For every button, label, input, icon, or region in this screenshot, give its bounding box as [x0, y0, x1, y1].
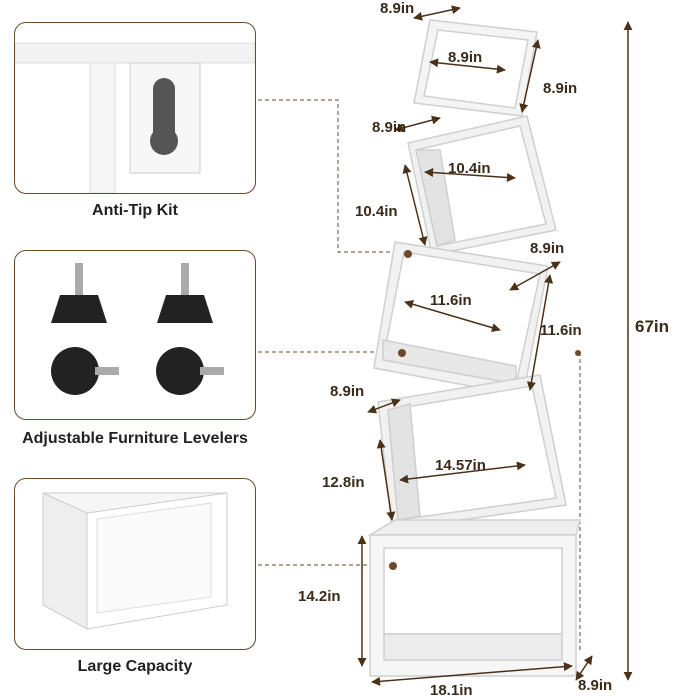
feature-panel-capacity — [14, 478, 256, 650]
cube-2 — [407, 115, 557, 256]
anti-tip-bracket-icon — [15, 42, 255, 193]
feature-panel-levelers — [14, 250, 256, 420]
dim-label: 10.4in — [448, 160, 491, 177]
dim-label: 8.9in — [530, 240, 565, 257]
cube-1 — [413, 19, 538, 117]
dim-label: 8.9in — [330, 383, 365, 400]
feature-label: Large Capacity — [77, 658, 193, 675]
cube-3 — [373, 241, 549, 397]
dim-label: 8.9in — [578, 677, 613, 694]
dim-label: 8.9in — [448, 49, 483, 66]
feature-label: Adjustable Furniture Levelers — [22, 430, 248, 447]
cube-4 — [377, 374, 567, 531]
dim-label: 12.8in — [322, 474, 365, 491]
leader-anti-tip — [258, 99, 408, 253]
cube-shelf-icon — [42, 492, 228, 630]
dim-label: 11.6in — [430, 292, 472, 309]
dim-label: 14.57in — [435, 457, 486, 474]
cube-5 — [367, 519, 581, 677]
dim-label: 8.9in — [380, 0, 415, 17]
dim-label: 18.1in — [430, 682, 473, 699]
dim-label: 10.4in — [355, 203, 398, 220]
dim-label: 8.9in — [372, 119, 407, 136]
dim-label: 8.9in — [543, 80, 578, 97]
feature-panel-anti-tip — [14, 22, 256, 194]
leveler-feet-icon — [51, 263, 224, 395]
total-height-label: 67in — [635, 317, 670, 336]
dim-label: 11.6in — [540, 322, 582, 339]
dim-label: 14.2in — [298, 588, 341, 605]
feature-label: Anti-Tip Kit — [92, 202, 178, 219]
